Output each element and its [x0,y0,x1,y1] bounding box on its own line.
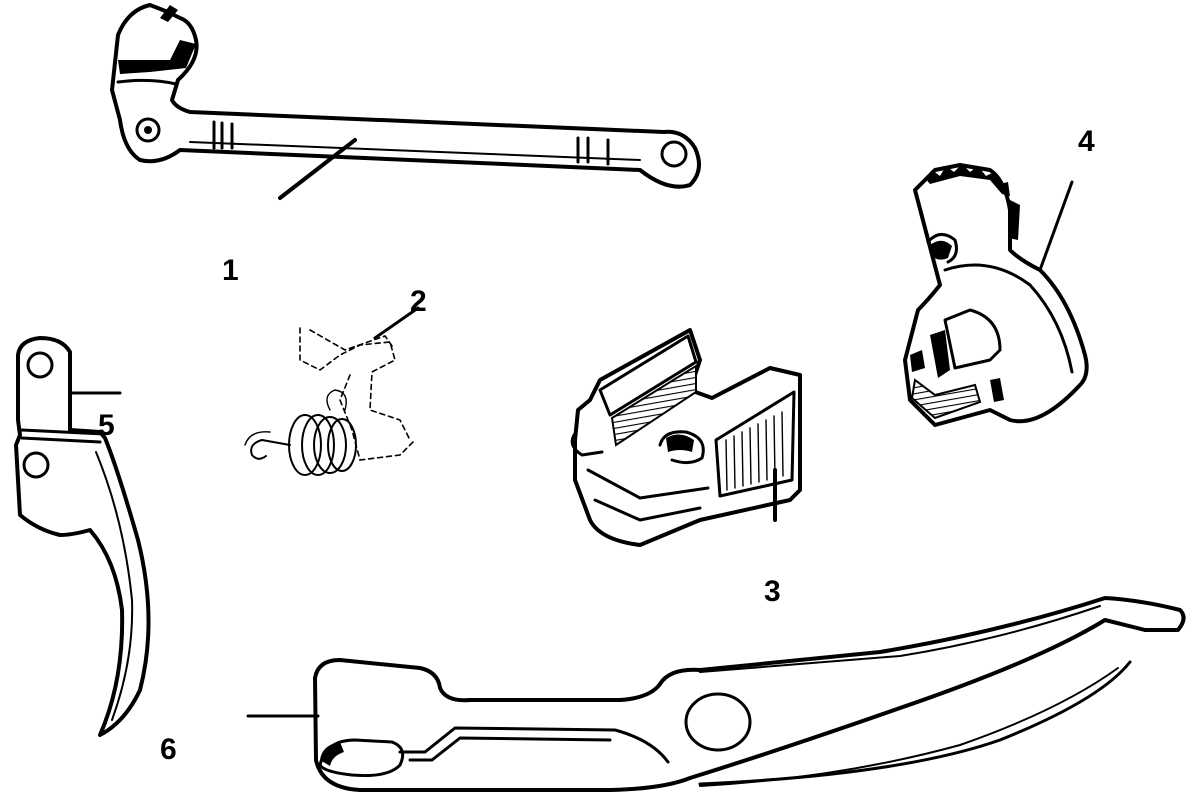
part-2-spring-assembly [244,306,420,476]
label-part-5: 5 [98,409,115,442]
part-5-trigger [14,336,151,737]
label-part-4: 4 [1078,125,1095,158]
label-part-2: 2 [410,285,427,318]
label-part-1: 1 [222,254,239,287]
label-part-3: 3 [764,575,781,608]
part-1-connector-bar [110,3,701,200]
part-4-serrations [925,164,1010,196]
part-3-bracket [570,328,802,547]
label-part-6: 6 [160,733,177,766]
part-3-ribbing [725,411,784,491]
part-6-lever [246,596,1186,792]
part-4-hammer [903,163,1089,427]
